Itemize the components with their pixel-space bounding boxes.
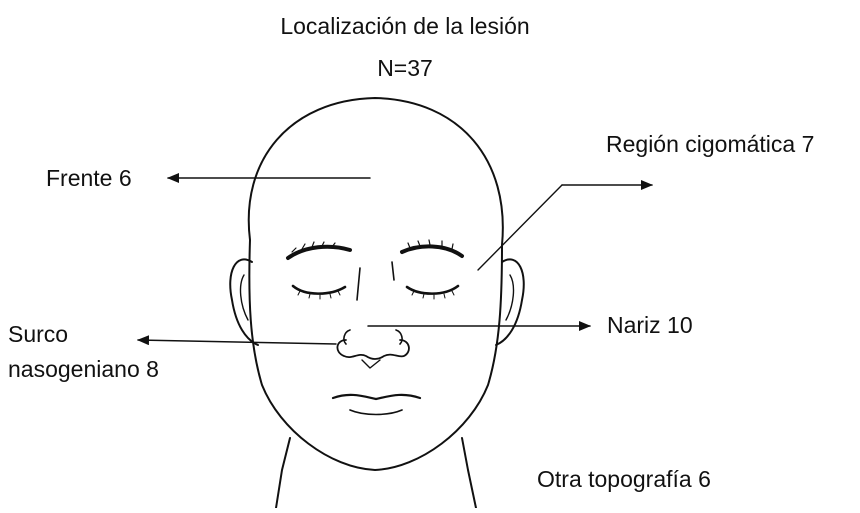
nose-left-nostril (344, 330, 350, 344)
arrow-surco (138, 340, 336, 344)
nose-bridge-right (392, 262, 394, 280)
label-frente: Frente 6 (46, 165, 132, 191)
nose-bridge (357, 268, 360, 300)
label-cigomatica: Región cigomática 7 (606, 131, 814, 157)
neck-left (276, 438, 290, 508)
figure-title: Localización de la lesión (280, 13, 529, 39)
left-ear-inner (241, 275, 248, 320)
label-surco-line2: nasogeniano 8 (8, 356, 159, 382)
sample-size: N=37 (377, 55, 433, 81)
right-ear-inner (506, 275, 513, 320)
label-nariz: Nariz 10 (607, 312, 693, 338)
upper-lip (333, 395, 420, 399)
label-otra-topografia: Otra topografía 6 (537, 466, 711, 492)
neck-right (462, 438, 476, 508)
leader-cigomatica (478, 185, 562, 270)
lower-lip (350, 410, 402, 415)
left-eye (293, 286, 345, 294)
left-eyebrow (288, 247, 350, 258)
right-eyebrow (402, 246, 462, 256)
philtrum (362, 360, 380, 368)
nose-tip (337, 340, 409, 359)
left-ear (230, 259, 258, 345)
nose-right-nostril (396, 330, 402, 344)
right-eye (407, 286, 458, 294)
label-surco-line1: Surco (8, 321, 68, 347)
